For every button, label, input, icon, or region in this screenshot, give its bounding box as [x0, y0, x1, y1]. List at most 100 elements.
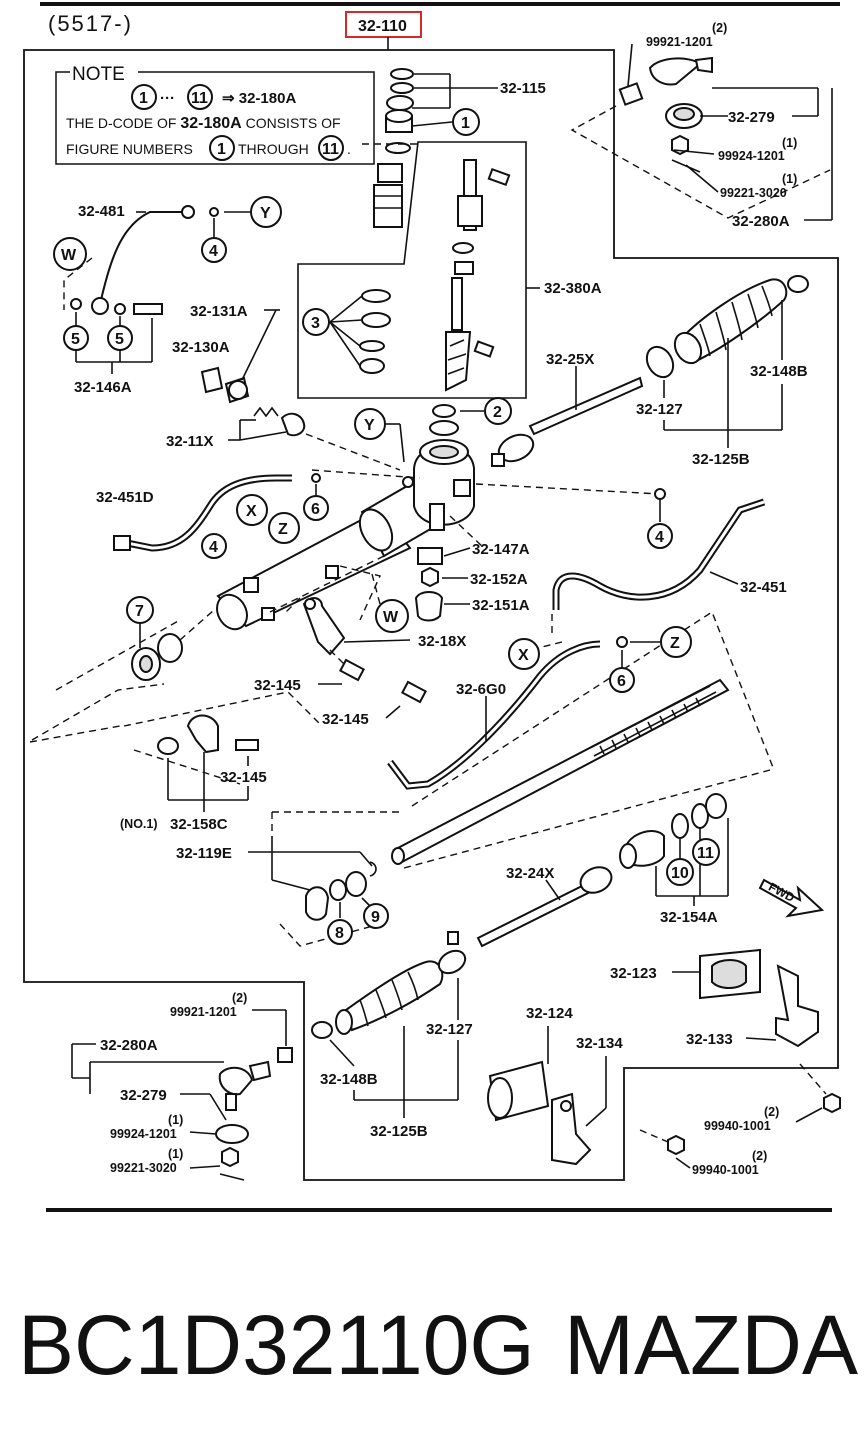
label-32-146A[interactable]: 32-146A	[74, 379, 132, 396]
label-32-380A[interactable]: 32-380A	[544, 280, 602, 297]
highlighted-part-label: 32-110	[358, 18, 407, 35]
label-32-152A[interactable]: 32-152A	[470, 571, 528, 588]
callout-5-b[interactable]: 5	[107, 325, 133, 351]
label-32-18X[interactable]: 32-18X	[418, 633, 466, 650]
callout-W-a[interactable]: W	[53, 237, 87, 271]
callout-1-top[interactable]: 1	[452, 108, 480, 136]
label-32-119E[interactable]: 32-119E	[176, 845, 232, 862]
label-32-24X[interactable]: 32-24X	[506, 865, 554, 882]
boot-right[interactable]	[642, 275, 809, 382]
svg-text:1: 1	[461, 115, 470, 132]
svg-text:(1): (1)	[782, 136, 797, 150]
svg-text:3: 3	[311, 315, 320, 332]
callout-3[interactable]: 3	[302, 308, 330, 336]
callout-Z-a[interactable]: Z	[268, 512, 300, 544]
tie-rod-right[interactable]	[491, 376, 644, 467]
label-32-11X[interactable]: 32-11X	[166, 433, 214, 450]
gear-housing[interactable]	[211, 439, 475, 634]
callout-4-c[interactable]: 4	[647, 523, 673, 549]
label-32-115[interactable]: 32-115	[500, 80, 546, 97]
label-32-154A[interactable]: 32-154A	[660, 909, 718, 926]
label-32-451D[interactable]: 32-451D	[96, 489, 154, 506]
mount-rubber-right[interactable]	[699, 948, 761, 1000]
pinion-seals[interactable]	[359, 289, 391, 374]
label-99924-1201-bottom[interactable]: 99924-1201	[110, 1127, 177, 1141]
label-99940-1001-left[interactable]: 99940-1001	[692, 1163, 759, 1177]
label-32-123[interactable]: 32-123	[610, 965, 657, 982]
callout-6-a[interactable]: 6	[303, 495, 329, 521]
svg-text:(1): (1)	[782, 172, 797, 186]
label-32-451[interactable]: 32-451	[740, 579, 787, 596]
pipe-clamp[interactable]	[157, 714, 259, 755]
label-32-127-top[interactable]: 32-127	[636, 401, 683, 418]
label-32-133[interactable]: 32-133	[686, 1031, 733, 1048]
callout-4-a[interactable]: 4	[201, 237, 227, 263]
label-99940-1001-right[interactable]: 99940-1001	[704, 1119, 771, 1133]
tie-rod-end-left[interactable]	[215, 1047, 293, 1181]
callout-X-b[interactable]: X	[508, 638, 540, 670]
label-32-279-top[interactable]: 32-279	[728, 109, 775, 126]
callout-8[interactable]: 8	[327, 919, 353, 945]
note-box: NOTE 1 ··· 11 ⇒ 32-180A THE D-CODE OF 32…	[55, 62, 375, 165]
label-99924-1201-top[interactable]: 99924-1201	[718, 149, 785, 163]
label-32-147A[interactable]: 32-147A	[472, 541, 530, 558]
pinion-inset-outline	[297, 141, 527, 399]
label-32-125B-top[interactable]: 32-125B	[692, 451, 750, 468]
label-32-148B-top[interactable]: 32-148B	[750, 363, 808, 380]
callout-Y-a[interactable]: Y	[250, 196, 282, 228]
rack-bushings[interactable]	[305, 871, 367, 921]
mount-bracket-right[interactable]	[775, 964, 819, 1048]
mount-bracket-left[interactable]	[551, 1092, 592, 1166]
label-99221-3020-top[interactable]: 99221-3020	[720, 186, 787, 200]
oil-seal-kit[interactable]	[253, 406, 306, 437]
callout-10[interactable]: 10	[666, 858, 694, 886]
callout-W-b[interactable]: W	[375, 599, 409, 633]
label-99221-3020-bottom[interactable]: 99221-3020	[110, 1161, 177, 1175]
label-32-151A[interactable]: 32-151A	[472, 597, 530, 614]
callout-7[interactable]: 7	[126, 596, 154, 624]
callout-4-b[interactable]: 4	[201, 533, 227, 559]
pinion-shaft[interactable]	[445, 159, 511, 392]
label-32-6G0[interactable]: 32-6G0	[456, 681, 506, 698]
caption: BC1D32110G MAZDA	[0, 1295, 864, 1405]
mount-rubber-left[interactable]	[487, 1060, 550, 1122]
label-32-25X[interactable]: 32-25X	[546, 351, 594, 368]
label-32-280A-top[interactable]: 32-280A	[732, 213, 790, 230]
label-32-127-bottom[interactable]: 32-127	[426, 1021, 473, 1038]
tie-rod-left[interactable]	[447, 863, 615, 948]
note-title: NOTE	[72, 64, 125, 85]
part-labels: 32-115 99921-1201 (2) 32-279 99924-1201 …	[74, 21, 808, 1177]
bracket[interactable]	[302, 597, 346, 656]
label-32-145-b[interactable]: 32-145	[322, 711, 369, 728]
callout-Y-b[interactable]: Y	[354, 408, 386, 440]
label-32-124[interactable]: 32-124	[526, 1005, 573, 1022]
callout-6-b[interactable]: 6	[609, 667, 635, 693]
mount-bushings[interactable]	[414, 547, 444, 622]
label-32-158C[interactable]: 32-158C	[170, 816, 228, 833]
highlighted-part[interactable]: 32-110	[345, 11, 422, 38]
label-99921-1201-bottom[interactable]: 99921-1201	[170, 1005, 237, 1019]
boot-left[interactable]	[311, 946, 469, 1039]
boot-kit-left[interactable]	[619, 793, 727, 869]
label-32-148B-bottom[interactable]: 32-148B	[320, 1071, 378, 1088]
callout-2[interactable]: 2	[484, 397, 512, 425]
label-32-125B-bottom[interactable]: 32-125B	[370, 1123, 428, 1140]
seal-stack[interactable]	[373, 68, 414, 228]
valve-fittings[interactable]	[200, 366, 250, 404]
steering-rack[interactable]	[391, 678, 730, 865]
label-32-481[interactable]: 32-481	[78, 203, 125, 220]
callout-Z-b[interactable]: Z	[660, 626, 692, 658]
callout-11[interactable]: 11	[692, 838, 720, 866]
label-32-145-a[interactable]: 32-145	[254, 677, 301, 694]
label-32-134[interactable]: 32-134	[576, 1035, 623, 1052]
label-32-279-bottom[interactable]: 32-279	[120, 1087, 167, 1104]
svg-text:⇒ 32-180A: ⇒ 32-180A	[222, 90, 296, 107]
label-32-130A[interactable]: 32-130A	[172, 339, 230, 356]
callout-X-a[interactable]: X	[236, 494, 268, 526]
label-32-131A[interactable]: 32-131A	[190, 303, 248, 320]
label-99921-1201-top[interactable]: 99921-1201	[646, 35, 713, 49]
callout-5-a[interactable]: 5	[63, 325, 89, 351]
callout-9[interactable]: 9	[363, 903, 389, 929]
label-32-280A-bottom[interactable]: 32-280A	[100, 1037, 158, 1054]
label-32-145-c[interactable]: 32-145	[220, 769, 267, 786]
